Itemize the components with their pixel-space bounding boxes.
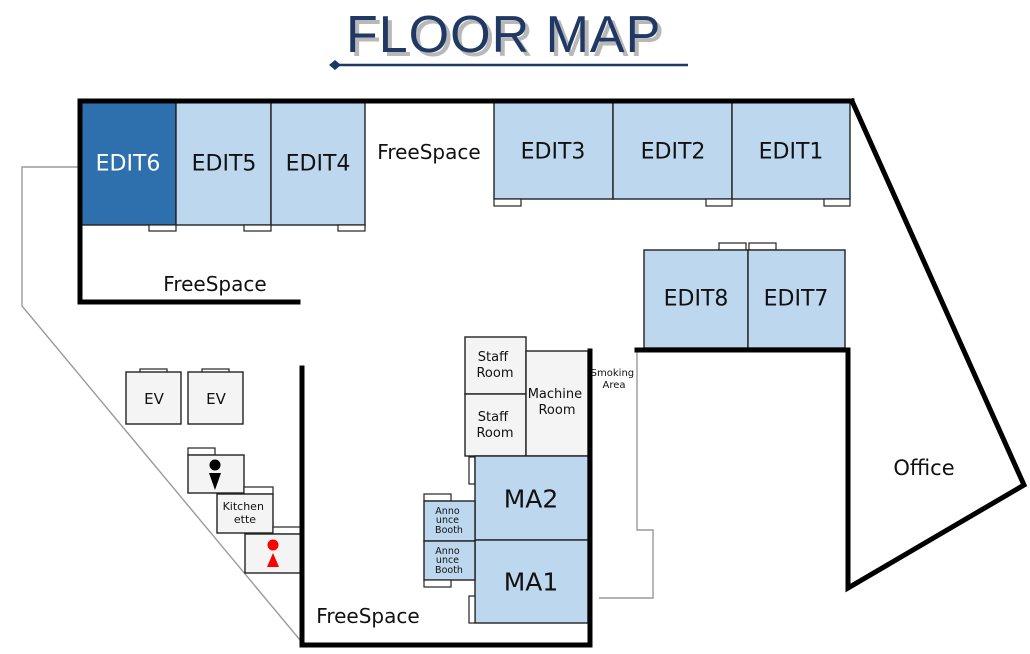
door-edit6 (148, 224, 177, 232)
door-kitchenette (243, 486, 274, 495)
room-edit1[interactable] (731, 101, 851, 200)
room-edit4[interactable] (270, 101, 366, 226)
area-smoking-label: Smoking Area (591, 368, 638, 391)
door-edit3 (493, 198, 522, 207)
title-shadow: FLOOR MAP (350, 10, 665, 68)
page-title: FLOOR MAP (346, 6, 661, 64)
door-ladies-restroom (272, 526, 303, 535)
booth-2-label-line3: Booth (435, 565, 463, 576)
door-edit1 (823, 198, 851, 207)
booth-1-label-line1: Anno (435, 506, 460, 517)
door-edit2 (705, 198, 733, 207)
room-announce-booth-1[interactable] (423, 500, 476, 542)
door-booth-2 (423, 579, 452, 588)
room-edit4-label: EDIT4 (286, 152, 351, 177)
room-machine-label-line1: Machine (528, 387, 582, 402)
kitchenette-label-line2: ette (234, 513, 256, 526)
smoking-label-line1: Smoking (591, 368, 634, 379)
room-staff-2-label-line1: Staff (478, 410, 509, 425)
room-ev-1[interactable] (125, 371, 182, 425)
room-ma2-label: MA2 (504, 485, 559, 514)
booth-2-label-line1: Anno (435, 546, 460, 557)
room-edit7[interactable] (747, 249, 846, 349)
room-edit7-label: EDIT7 (764, 287, 829, 312)
room-ev-2[interactable] (187, 371, 244, 425)
room-ev-1-label: EV (144, 390, 164, 408)
mens-restroom-icon (209, 459, 221, 490)
room-staff-2[interactable] (464, 393, 527, 457)
ladies-restroom-icon (267, 539, 279, 567)
door-edit7 (748, 242, 777, 251)
booth-1-label-line3: Booth (435, 525, 463, 536)
area-freespace-top: FreeSpace (377, 140, 480, 164)
door-edit5 (243, 224, 272, 232)
room-machine-label-line2: Room (538, 403, 575, 418)
door-edit4 (337, 224, 366, 232)
room-staff-2-label-line2: Room (476, 426, 513, 441)
booth-1-label-line2: unce (436, 515, 459, 526)
room-machine[interactable] (525, 350, 589, 457)
room-edit6[interactable] (79, 101, 177, 226)
wall-office (634, 97, 1028, 593)
room-edit8-label: EDIT8 (664, 287, 729, 312)
wall-top-left (77, 99, 301, 305)
room-edit8[interactable] (643, 249, 749, 349)
area-freespace-bottom: FreeSpace (316, 604, 419, 628)
room-edit2[interactable] (612, 101, 733, 200)
smoking-area-boundary (599, 352, 654, 599)
room-announce-booth-2-label: Anno unce Booth (435, 546, 463, 576)
area-freespace-left: FreeSpace (163, 272, 266, 296)
outer-boundary-left (21, 166, 301, 641)
room-staff-2-label: Staff Room (476, 410, 513, 441)
room-ma1-label: MA1 (504, 568, 559, 597)
room-announce-booth-1-label: Anno unce Booth (435, 506, 463, 536)
door-ma1 (468, 595, 476, 624)
kitchenette-label-line1: Kitchen (223, 500, 264, 513)
title-block: FLOOR MAP FLOOR MAP (329, 6, 688, 70)
door-mens-restroom (187, 447, 216, 456)
room-ma2[interactable] (474, 455, 589, 541)
room-staff-1-label-line1: Staff (478, 350, 509, 365)
room-machine-label: Machine Room (528, 387, 587, 418)
room-office-label: Office (893, 456, 954, 480)
room-staff-1-label-line2: Room (476, 366, 513, 381)
door-edit8 (718, 242, 747, 251)
wall-bottom (299, 348, 593, 648)
booth-2-label-line2: unce (436, 555, 459, 566)
room-edit5-label: EDIT5 (192, 152, 257, 177)
room-kitchenette-label: Kitchen ette (223, 500, 268, 526)
door-booth-1 (423, 493, 452, 502)
room-ev-2-label: EV (206, 390, 226, 408)
smoking-label-line2: Area (602, 380, 625, 391)
title-diamond (329, 60, 341, 70)
door-ma2 (468, 456, 476, 485)
room-edit1-label: EDIT1 (759, 140, 824, 165)
room-kitchenette[interactable] (216, 493, 274, 534)
room-announce-booth-2[interactable] (423, 540, 476, 581)
room-edit2-label: EDIT2 (641, 140, 706, 165)
room-edit6-label: EDIT6 (96, 152, 161, 177)
room-staff-1-label: Staff Room (476, 350, 513, 381)
room-edit3-label: EDIT3 (521, 140, 586, 165)
